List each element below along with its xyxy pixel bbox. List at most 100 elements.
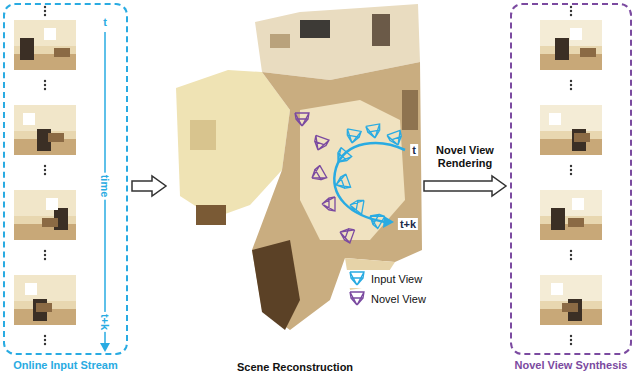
illustration-part [574, 133, 590, 142]
input-camera [387, 130, 405, 147]
photo-frame [540, 20, 602, 70]
ellipsis-dot [570, 339, 572, 341]
photo-frame [540, 190, 602, 240]
illustration-part [54, 48, 70, 57]
ellipsis-dot [44, 14, 46, 16]
illustration-part [196, 205, 226, 225]
ellipsis-dot [570, 6, 572, 8]
illustration-part [300, 20, 330, 38]
novel-camera [295, 113, 309, 126]
edge-label: Novel View Rendering [424, 144, 506, 170]
panel-heading: Online Input Stream [13, 359, 118, 372]
novel-camera [338, 225, 355, 243]
ellipsis-dot [570, 343, 572, 345]
ellipsis-dot [44, 258, 46, 260]
legend-item: Novel View [346, 290, 429, 308]
ellipsis-dot [44, 335, 46, 337]
illustration-part [551, 283, 563, 295]
illustration-part [540, 139, 602, 155]
illustration-part [540, 105, 602, 155]
illustration-part [372, 14, 390, 46]
ellipsis-dot [570, 335, 572, 337]
input-camera [366, 124, 382, 139]
ellipsis-dot [570, 84, 572, 86]
panel-heading: Novel View Synthesis [515, 359, 628, 372]
ellipsis-dot [570, 88, 572, 90]
input-camera [334, 174, 351, 192]
illustration-part [540, 20, 602, 46]
illustration-part [540, 20, 602, 70]
novel-camera [309, 165, 327, 184]
time-label: t [101, 16, 109, 28]
ellipsis-dot [570, 173, 572, 175]
camera-trajectory [334, 143, 405, 222]
ellipsis-dot [570, 258, 572, 260]
illustration-part [44, 28, 56, 40]
ellipsis-dot [44, 339, 46, 341]
ellipsis-dot [570, 14, 572, 16]
illustration-part [270, 34, 290, 48]
illustration-part [14, 190, 76, 240]
photo-frame [14, 20, 76, 70]
ellipsis-dot [44, 165, 46, 167]
illustration-part [540, 190, 602, 216]
illustration-part [551, 208, 565, 230]
illustration-part [540, 105, 602, 131]
frustum-icon [350, 272, 364, 285]
ellipsis-dot [44, 343, 46, 345]
illustration-part [300, 100, 405, 240]
ellipsis-dot [570, 10, 572, 12]
scene-mesh [176, 4, 422, 330]
novel-view-panel: Novel View Synthesis [510, 3, 632, 355]
ellipsis-dot [44, 88, 46, 90]
time-label: t+k [99, 312, 111, 332]
legend-sample [347, 271, 367, 287]
illustration-part [14, 20, 76, 70]
ellipsis-dot [570, 250, 572, 252]
input-camera [345, 129, 361, 144]
illustration-part [25, 283, 37, 295]
ellipsis-dot [44, 250, 46, 252]
illustration-part [540, 275, 602, 301]
legend-item: Input View [346, 270, 425, 288]
novel-camera [311, 135, 329, 152]
ellipsis-dot [44, 10, 46, 12]
time-axis-label: time [99, 173, 111, 200]
illustration-part [252, 240, 300, 330]
ellipsis-dot [44, 84, 46, 86]
photo-frame [14, 190, 76, 240]
block-arrow [132, 176, 166, 196]
ellipsis-dot [570, 254, 572, 256]
trajectory-label: t+k [398, 218, 418, 230]
illustration-part [48, 133, 64, 142]
illustration-part [190, 120, 216, 150]
legend-sample [347, 291, 367, 307]
input-camera [349, 198, 364, 214]
photo-frame [14, 105, 76, 155]
trajectory-label: t [410, 144, 418, 156]
legend-text: Novel View [371, 293, 426, 306]
photo-frame [14, 275, 76, 325]
illustration-part [23, 113, 35, 125]
input-camera [333, 148, 352, 167]
illustration-part [42, 218, 58, 227]
photo-frame [540, 275, 602, 325]
illustration-part [402, 90, 418, 130]
illustration-part [14, 105, 76, 131]
timeline-arrowhead [100, 343, 110, 352]
ellipsis-dot [44, 6, 46, 8]
input-camera [367, 210, 385, 229]
block-arrow [424, 176, 506, 196]
illustration-part [540, 275, 602, 325]
photo-frames [14, 6, 602, 345]
ellipsis-dot [44, 80, 46, 82]
illustration-part [540, 190, 602, 240]
illustration-part [572, 198, 584, 210]
ellipsis-dot [44, 169, 46, 171]
frustum-icon [350, 292, 364, 305]
illustration-part [562, 303, 578, 312]
